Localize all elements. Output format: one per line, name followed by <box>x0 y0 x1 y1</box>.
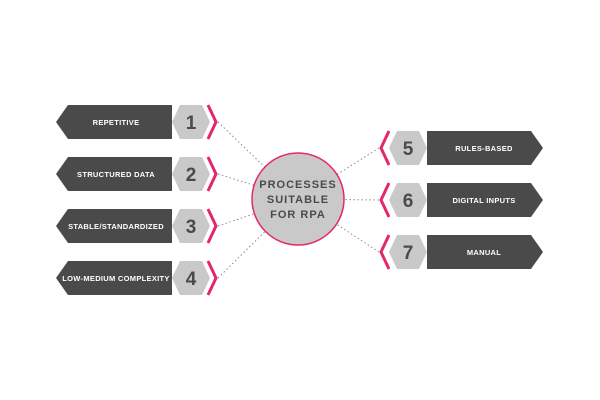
left-item-4-chevron <box>206 260 218 296</box>
left-item-2-chevron <box>206 156 218 192</box>
right-item-5-hexagon <box>389 131 427 165</box>
left-item-2-label: STRUCTURED DATA <box>77 170 155 179</box>
center-hub: PROCESSES SUITABLE FOR RPA <box>251 152 345 246</box>
right-item-6-label: DIGITAL INPUTS <box>452 196 515 205</box>
left-item-1-hexagon <box>172 105 210 139</box>
right-item-6-number: 6 <box>403 191 414 212</box>
left-items: REPETITIVE 1 STRUCTURED DATA 2 STABLE/ST… <box>56 104 218 296</box>
left-item-2: STRUCTURED DATA 2 <box>56 156 218 192</box>
right-item-7: 7 MANUAL <box>379 234 543 270</box>
left-item-4-hexagon <box>172 261 210 295</box>
center-line-3: FOR RPA <box>270 209 326 221</box>
left-item-4-banner <box>56 261 172 295</box>
right-item-6-hexagon <box>389 183 427 217</box>
connector-right-5 <box>336 147 380 175</box>
left-item-3-number: 3 <box>186 217 197 238</box>
right-item-7-chevron <box>379 234 391 270</box>
right-item-5: 5 RULES-BASED <box>379 130 543 166</box>
left-item-3: STABLE/STANDARDIZED 3 <box>56 208 218 244</box>
right-item-6-chevron <box>379 182 391 218</box>
right-item-6-banner <box>427 183 543 217</box>
left-item-1-label: REPETITIVE <box>93 118 140 127</box>
right-item-7-label: MANUAL <box>467 248 501 257</box>
connector-left-4 <box>217 230 266 279</box>
left-item-1-number: 1 <box>186 113 197 134</box>
left-item-3-hexagon <box>172 209 210 243</box>
left-item-2-number: 2 <box>186 165 197 186</box>
connector-left-1 <box>217 121 266 168</box>
left-item-2-banner <box>56 157 172 191</box>
left-item-4-label: LOW-MEDIUM COMPLEXITY <box>62 274 169 283</box>
right-item-7-hexagon <box>389 235 427 269</box>
right-item-5-chevron <box>379 130 391 166</box>
left-item-3-label: STABLE/STANDARDIZED <box>68 222 164 231</box>
right-item-6: 6 DIGITAL INPUTS <box>379 182 543 218</box>
left-item-3-chevron <box>206 208 218 244</box>
connector-left-2 <box>217 173 255 186</box>
right-item-5-banner <box>427 131 543 165</box>
right-item-7-banner <box>427 235 543 269</box>
left-item-1-chevron <box>206 104 218 140</box>
center-line-1: PROCESSES <box>259 179 336 191</box>
center-circle <box>251 152 345 246</box>
left-item-2-hexagon <box>172 157 210 191</box>
connector-left-3 <box>217 213 255 227</box>
right-items: 5 RULES-BASED 6 DIGITAL INPUTS 7 MANUAL <box>379 130 543 270</box>
center-line-2: SUITABLE <box>267 194 329 206</box>
right-item-5-number: 5 <box>403 139 414 160</box>
left-item-1: REPETITIVE 1 <box>56 104 218 140</box>
connector-right-7 <box>336 223 380 253</box>
connector-lines <box>217 121 380 279</box>
left-item-4-number: 4 <box>186 269 197 290</box>
left-item-1-banner <box>56 105 172 139</box>
right-item-5-label: RULES-BASED <box>455 144 513 153</box>
left-item-3-banner <box>56 209 172 243</box>
left-item-4: LOW-MEDIUM COMPLEXITY 4 <box>56 260 218 296</box>
right-item-7-number: 7 <box>403 243 414 264</box>
